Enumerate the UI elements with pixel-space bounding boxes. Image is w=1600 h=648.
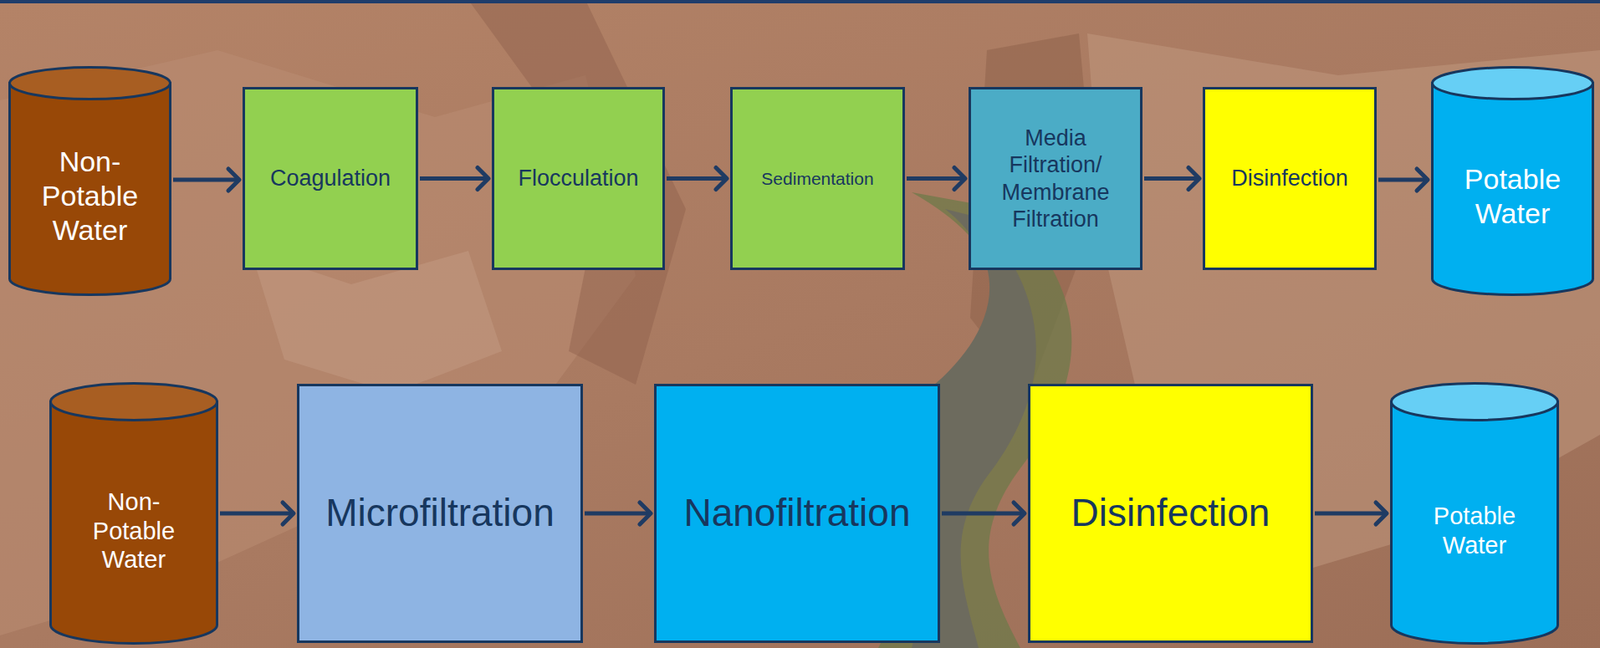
tank-label: Non- Potable Water — [67, 487, 200, 575]
tank-label: Potable Water — [1408, 501, 1541, 561]
step-label: Sedimentation — [741, 168, 895, 190]
flow-arrow — [173, 178, 240, 183]
flow-arrow — [219, 511, 294, 517]
process-box: Disinfection — [1027, 383, 1314, 644]
top-bar — [0, 0, 1600, 4]
step-label: Flocculation — [502, 164, 655, 192]
step-label: Coagulation — [253, 164, 408, 192]
flow-arrow — [1378, 178, 1428, 183]
flow-arrow — [419, 176, 489, 181]
process-box: Disinfection — [1202, 86, 1377, 271]
flow-arrow — [666, 176, 727, 181]
tank-top — [51, 383, 218, 421]
process-box: Media Filtration/ Membrane Filtration — [968, 86, 1143, 271]
tank-body — [10, 83, 171, 296]
step-label: Microfiltration — [307, 490, 573, 537]
flow-arrow — [584, 511, 651, 517]
process-box: Sedimentation — [730, 86, 905, 271]
process-box: Flocculation — [491, 86, 665, 271]
tank-top — [1391, 383, 1559, 421]
tank-label: Potable Water — [1449, 162, 1576, 231]
step-label: Media Filtration/ Membrane Filtration — [979, 124, 1132, 234]
tank-label: Non- Potable Water — [26, 144, 154, 247]
rock-ledge — [250, 250, 502, 394]
water-tank: Potable Water — [1390, 382, 1560, 645]
process-box: Nanofiltration — [654, 383, 941, 644]
step-label: Disinfection — [1213, 164, 1366, 192]
tank-top — [1432, 67, 1594, 100]
tank-body — [51, 402, 218, 645]
process-box: Coagulation — [242, 86, 419, 271]
tank-body — [1432, 83, 1594, 296]
flow-arrow — [1314, 511, 1387, 517]
flow-arrow — [906, 176, 966, 181]
step-label: Disinfection — [1038, 490, 1303, 537]
water-tank: Non- Potable Water — [8, 66, 172, 297]
process-box: Microfiltration — [296, 383, 583, 644]
flow-arrow — [941, 511, 1025, 517]
tank-body — [1391, 402, 1559, 645]
water-tank: Potable Water — [1431, 66, 1595, 297]
step-label: Nanofiltration — [664, 490, 930, 537]
rock-shadow — [468, 0, 686, 385]
water-tank: Non- Potable Water — [49, 382, 219, 645]
tank-top — [10, 67, 171, 100]
flow-arrow — [1144, 176, 1200, 181]
